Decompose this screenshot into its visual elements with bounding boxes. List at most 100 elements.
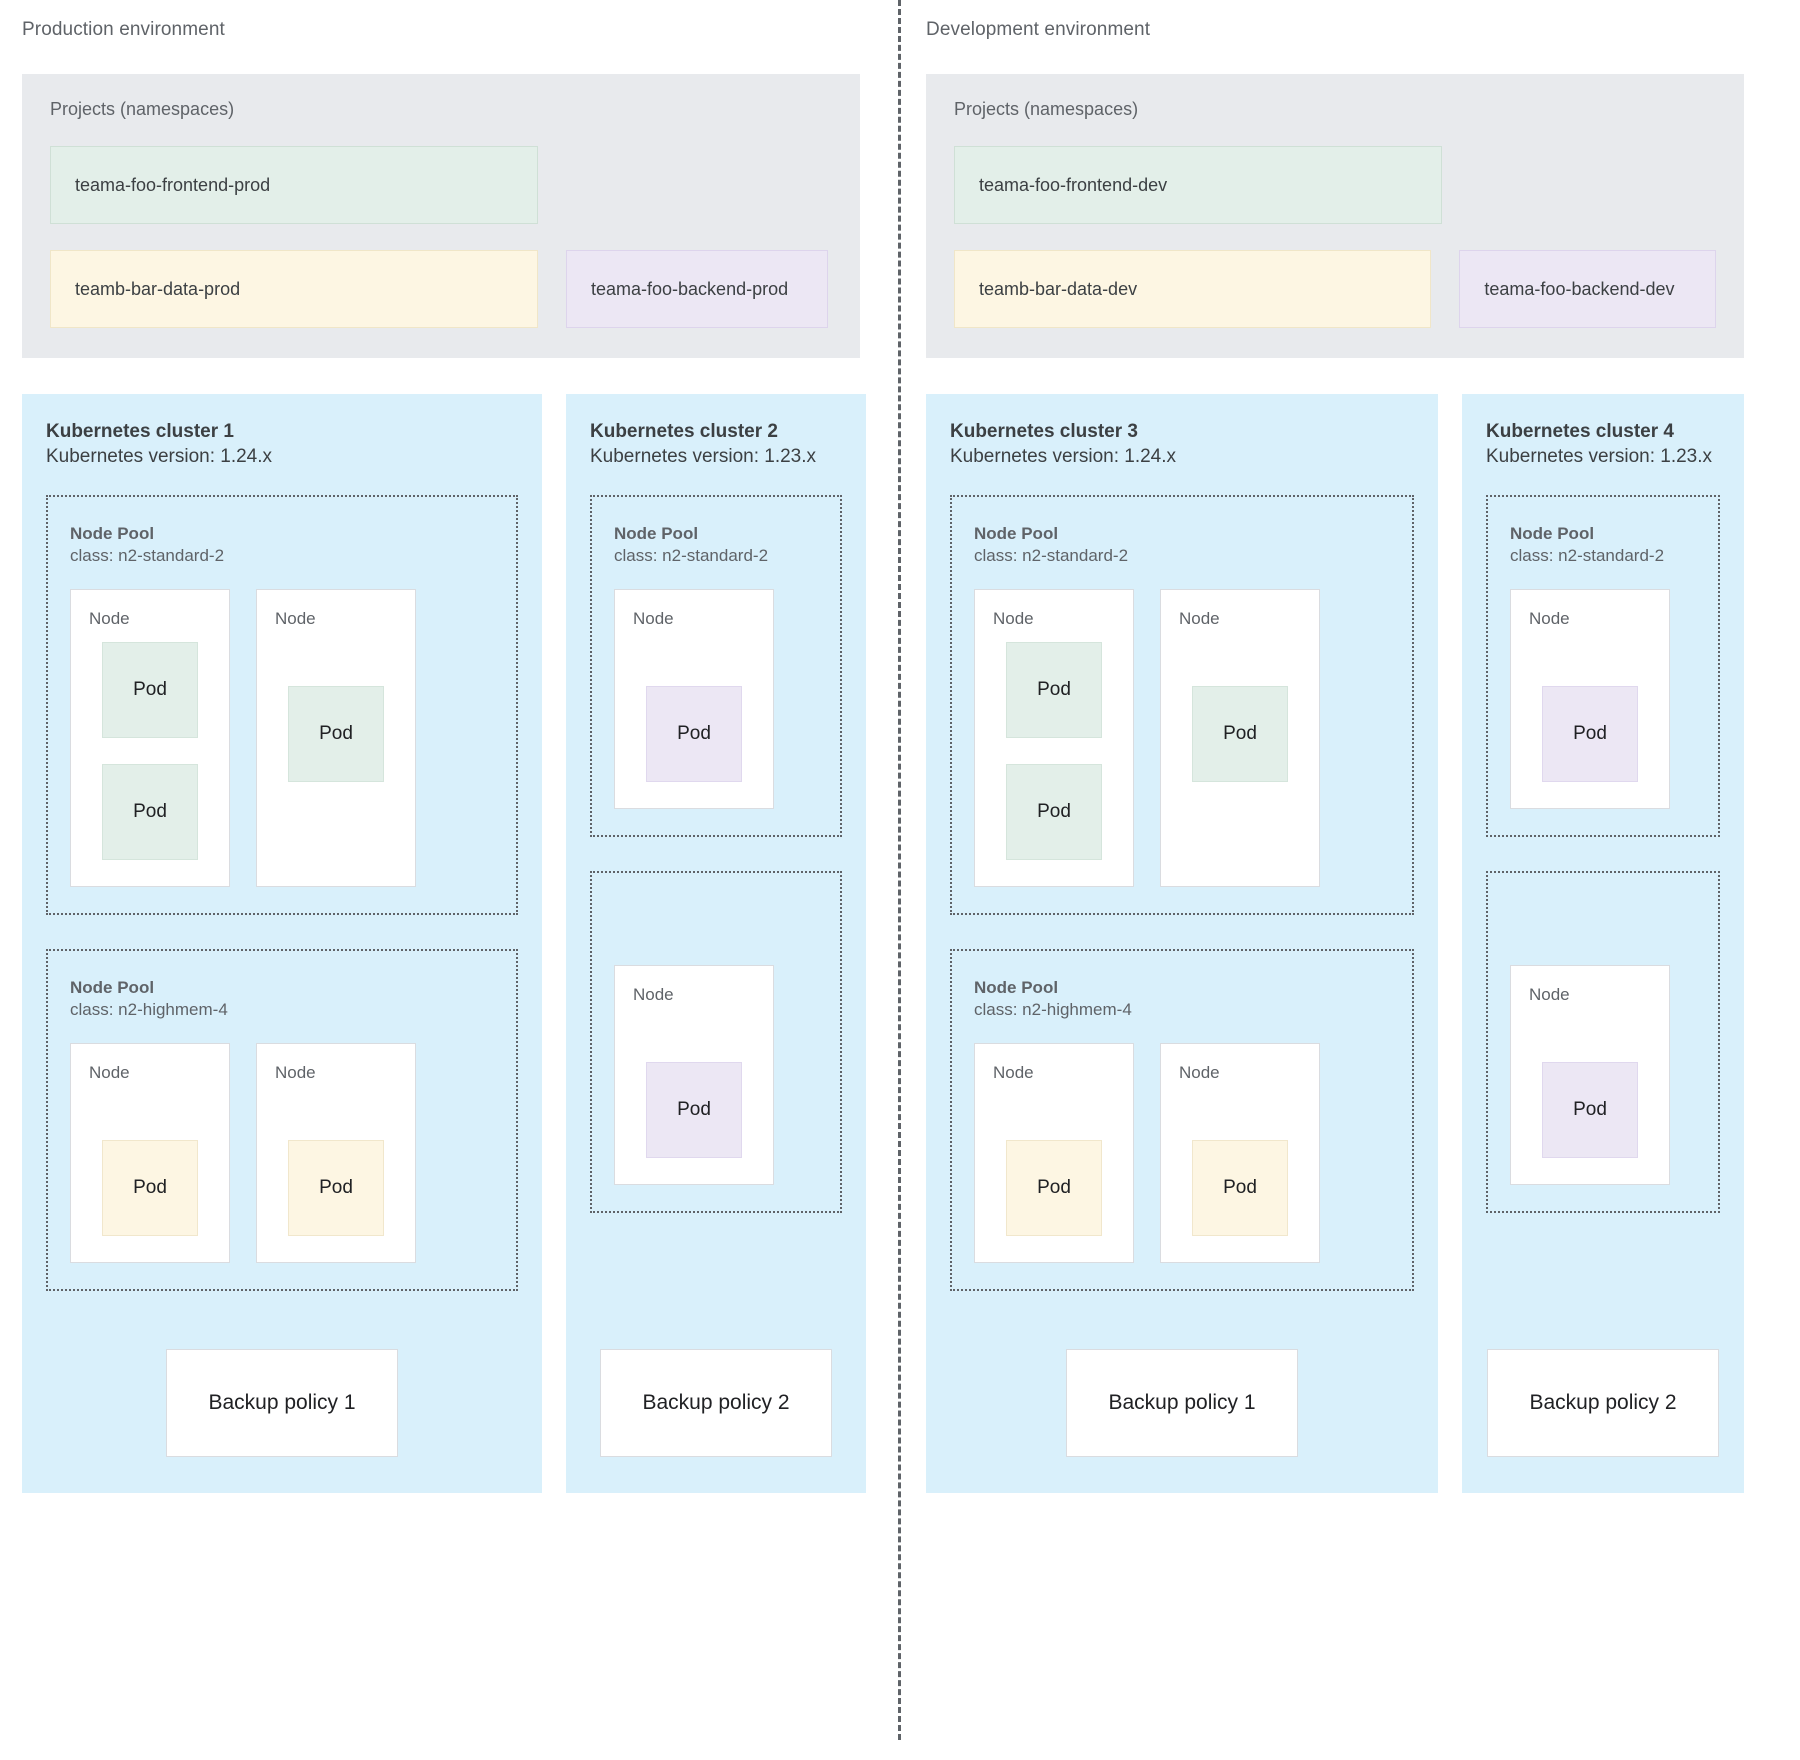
namespace-row: teamb-bar-data-prod teama-foo-backend-pro… [50,250,832,328]
cluster-version: Kubernetes version: 1.24.x [46,446,273,467]
pod[interactable]: Pod [1006,642,1102,738]
namespace-row: teama-foo-frontend-dev [954,146,1716,224]
namespace-box[interactable]: teama-foo-backend-prod [566,250,828,328]
namespace-box[interactable]: teama-foo-frontend-dev [954,146,1442,224]
pods-container: Pod [1161,1084,1319,1262]
pod[interactable]: Pod [646,686,742,782]
pod[interactable]: Pod [646,1062,742,1158]
backup-policy-box[interactable]: Backup policy 2 [600,1349,832,1457]
pods-container: Pod [615,630,773,808]
environment-title: Production environment [22,19,225,40]
pods-container: Pod [257,630,415,808]
node-label: Node [1179,1063,1220,1082]
kubernetes-cluster[interactable]: Kubernetes cluster 2 Kubernetes version: … [566,394,866,1493]
kubernetes-cluster[interactable]: Kubernetes cluster 1 Kubernetes version: … [22,394,542,1493]
namespace-box[interactable]: teamb-bar-data-dev [954,250,1432,328]
node-pool-class: class: n2-standard-2 [1510,546,1665,565]
namespace-box[interactable]: teamb-bar-data-prod [50,250,538,328]
backup-policy-box[interactable]: Backup policy 2 [1487,1349,1719,1457]
backup-policy-box[interactable]: Backup policy 1 [166,1349,398,1457]
cluster-name: Kubernetes cluster 4 [1486,421,1674,442]
node-pool-class: class: n2-highmem-4 [974,1000,1132,1019]
node-pool-label: Node Pool [974,978,1059,997]
cluster-name: Kubernetes cluster 3 [950,421,1138,442]
pod[interactable]: Pod [1542,686,1638,782]
pod[interactable]: Pod [288,1140,384,1236]
pod[interactable]: Pod [102,764,198,860]
cluster-name: Kubernetes cluster 2 [590,421,778,442]
backup-policy-wrapper: Backup policy 1 [46,1325,518,1493]
clusters-container: Kubernetes cluster 1 Kubernetes version: … [22,394,876,1493]
node-pool-class: class: n2-standard-2 [614,546,769,565]
pod[interactable]: Pod [102,642,198,738]
cluster-version: Kubernetes version: 1.24.x [950,446,1177,467]
backup-policy-wrapper: Backup policy 2 [1486,1325,1720,1493]
pods-container: Pod [71,1084,229,1262]
pods-container: Pod [1161,630,1319,808]
namespace-box[interactable]: teama-foo-frontend-prod [50,146,538,224]
projects-panel: Projects (namespaces) teama-foo-frontend-… [926,74,1744,358]
node-label: Node [89,609,130,628]
pod[interactable]: Pod [1192,686,1288,782]
namespace-row: teamb-bar-data-dev teama-foo-backend-dev [954,250,1716,328]
pod[interactable]: Pod [1006,764,1102,860]
backup-policy-wrapper: Backup policy 2 [590,1325,842,1493]
cluster-name: Kubernetes cluster 1 [46,421,234,442]
namespace-row: teama-foo-frontend-prod [50,146,832,224]
pods-container: Pod [615,1006,773,1184]
node-pool-class: class: n2-standard-2 [70,546,225,565]
projects-panel-title: Projects (namespaces) [954,99,1139,119]
backup-policy-box[interactable]: Backup policy 1 [1066,1349,1298,1457]
node-label: Node [275,609,316,628]
environment-divider [898,0,901,1740]
namespace-box[interactable]: teama-foo-backend-dev [1459,250,1716,328]
environment-title: Development environment [926,19,1151,40]
node-label: Node [993,1063,1034,1082]
pod[interactable]: Pod [1006,1140,1102,1236]
pods-container: Pod [975,1084,1133,1262]
node-label: Node [1179,609,1220,628]
pod[interactable]: Pod [102,1140,198,1236]
node-label: Node [633,985,674,1004]
node-pool-label: Node Pool [614,524,699,543]
node-label: Node [1529,985,1570,1004]
pod[interactable]: Pod [1542,1062,1638,1158]
node-label: Node [633,609,674,628]
cluster-version: Kubernetes version: 1.23.x [590,446,817,467]
node-pool-label: Node Pool [70,978,155,997]
pod[interactable]: Pod [1192,1140,1288,1236]
node-pool-class: class: n2-standard-2 [974,546,1129,565]
node-label: Node [89,1063,130,1082]
kubernetes-cluster[interactable]: Kubernetes cluster 3 Kubernetes version: … [926,394,1438,1493]
pods-container: Pod [257,1084,415,1262]
pod[interactable]: Pod [288,686,384,782]
projects-panel: Projects (namespaces)teama-foo-frontend-… [22,74,860,358]
